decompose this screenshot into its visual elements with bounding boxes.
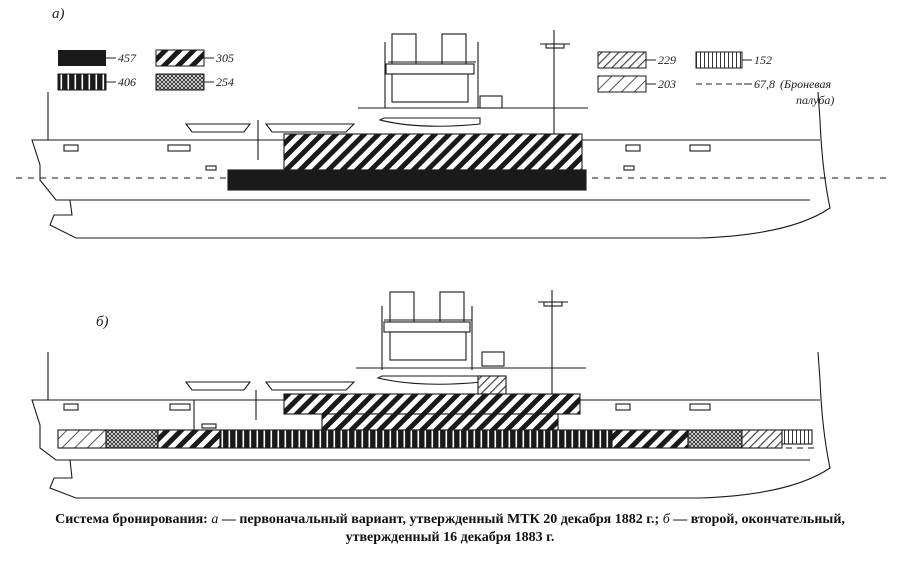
armor-aft-254-b — [687, 429, 743, 449]
armor-upper-305-b — [283, 393, 581, 415]
caption-a-letter: а — [211, 512, 219, 527]
caption-b-letter: б — [662, 512, 670, 527]
legend-label-678: 67,8 — [754, 77, 775, 91]
view-label-b: б) — [96, 314, 109, 330]
ship-profile-b — [31, 290, 831, 499]
legend-note-line2: палуба) — [796, 93, 834, 107]
armor-upper-305-b2 — [321, 413, 559, 431]
legend-label-152: 152 — [754, 53, 772, 67]
legend-note-line1: (Броневая — [780, 77, 831, 91]
caption-line1: Система бронирования: а — первоначальный… — [10, 511, 890, 529]
ship-profile-a — [16, 30, 890, 239]
caption-a-text: — первоначальный вариант, утвержденный М… — [221, 512, 660, 527]
legend-swatch-305 — [155, 49, 205, 67]
legend-label-305: 305 — [215, 51, 234, 65]
legend-swatch-152 — [695, 51, 743, 69]
caption-line2: утвержденный 16 декабря 1883 г. — [345, 530, 555, 545]
caption-prefix: Система бронирования: — [55, 512, 208, 527]
armor-bow-203-b — [57, 429, 107, 449]
legend-swatch-254 — [155, 73, 205, 91]
armor-bow-254-b — [105, 429, 159, 449]
legend: 457 406 305 254 229 203 152 67,8 (Бронев… — [57, 49, 834, 107]
armor-belt-457-a — [227, 169, 587, 191]
view-label-a: а) — [52, 6, 65, 22]
legend-label-457: 457 — [118, 51, 137, 65]
armor-stern-152-b — [781, 429, 813, 445]
legend-label-254: 254 — [216, 75, 234, 89]
figure-caption: Система бронирования: а — первоначальный… — [10, 511, 890, 547]
legend-label-229: 229 — [658, 53, 676, 67]
legend-swatch-406 — [57, 73, 107, 91]
armor-aft-305-b — [611, 429, 689, 449]
armor-belt-305-a — [283, 133, 583, 171]
legend-swatch-457 — [58, 50, 106, 66]
caption-b-text: — второй, окончательный, — [673, 512, 845, 527]
legend-label-406: 406 — [118, 75, 136, 89]
armor-mid-406-b — [219, 429, 613, 449]
legend-swatch-203 — [597, 75, 647, 93]
legend-label-203: 203 — [658, 77, 676, 91]
armor-fwd-305-b — [157, 429, 221, 449]
legend-swatch-229 — [597, 51, 647, 69]
armor-stern-229-b — [741, 429, 783, 449]
